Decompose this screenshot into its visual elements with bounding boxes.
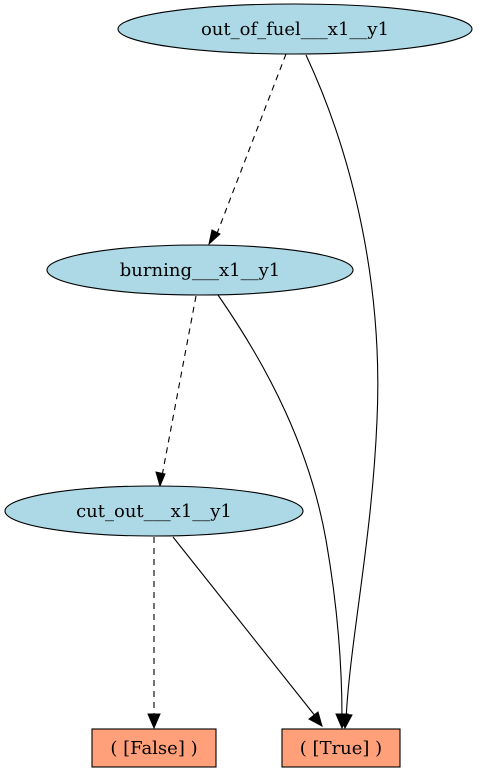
node-ellipse xyxy=(46,244,354,296)
node-label: out_of_fuel___x1__y1 xyxy=(201,19,389,40)
terminal-false[interactable]: ( [False] ) xyxy=(91,728,217,768)
node-out-of-fuel[interactable]: out_of_fuel___x1__y1 xyxy=(117,3,473,55)
terminal-label: ( [True] ) xyxy=(300,738,382,759)
edge-cut-out-to-true xyxy=(172,536,317,718)
node-label: cut_out___x1__y1 xyxy=(76,501,232,522)
arrowhead-out-of-fuel-to-burning xyxy=(208,229,221,246)
node-cut-out[interactable]: cut_out___x1__y1 xyxy=(4,485,304,537)
node-ellipse xyxy=(117,3,473,55)
arrowhead-cut-out-to-true xyxy=(308,711,323,728)
terminal-box xyxy=(91,728,217,768)
arrowhead-burning-to-true xyxy=(335,713,349,730)
node-burning[interactable]: burning___x1__y1 xyxy=(46,244,354,296)
terminal-box xyxy=(281,728,401,768)
edges xyxy=(147,53,379,730)
edge-burning-to-true xyxy=(217,294,343,719)
terminal-label: ( [False] ) xyxy=(110,738,197,759)
edge-burning-to-cut-out xyxy=(161,295,197,477)
edge-out-of-fuel-to-burning xyxy=(215,53,287,237)
arrowhead-cut-out-to-false xyxy=(147,713,161,730)
edge-out-of-fuel-to-true xyxy=(305,54,379,721)
terminal-true[interactable]: ( [True] ) xyxy=(281,728,401,768)
arrowhead-burning-to-cut-out xyxy=(155,471,166,488)
node-ellipse xyxy=(4,485,304,537)
node-label: burning___x1__y1 xyxy=(120,260,280,281)
